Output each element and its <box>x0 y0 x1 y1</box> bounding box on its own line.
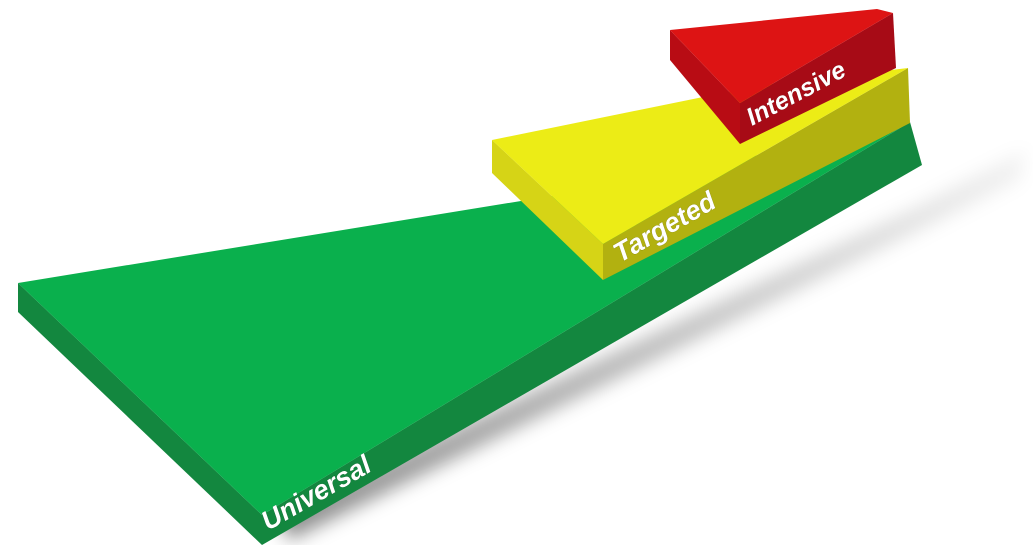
intensive-front-face <box>670 30 740 144</box>
universal-front-face <box>18 283 262 545</box>
universal-side-face <box>262 122 922 545</box>
intensive-top-face <box>670 9 893 103</box>
targeted-side-face <box>603 68 910 280</box>
tier-intensive: Intensive <box>670 9 896 144</box>
intensive-side-face <box>740 13 896 144</box>
drop-shadow <box>275 150 1025 540</box>
targeted-front-face <box>492 140 603 280</box>
